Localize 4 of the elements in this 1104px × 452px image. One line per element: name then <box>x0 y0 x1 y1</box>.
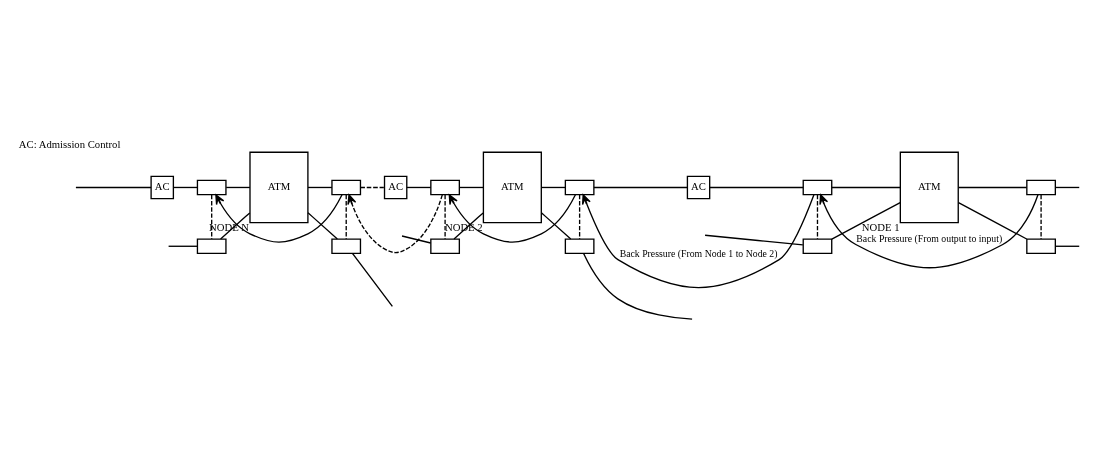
edge-label: Back Pressure (From output to input) <box>856 232 1003 244</box>
label: AC: Admission Control <box>18 138 121 151</box>
node-label: NODE 1 <box>861 221 900 234</box>
edge-label: Back Pressure (From Node 1 to Node 2) <box>619 247 778 259</box>
